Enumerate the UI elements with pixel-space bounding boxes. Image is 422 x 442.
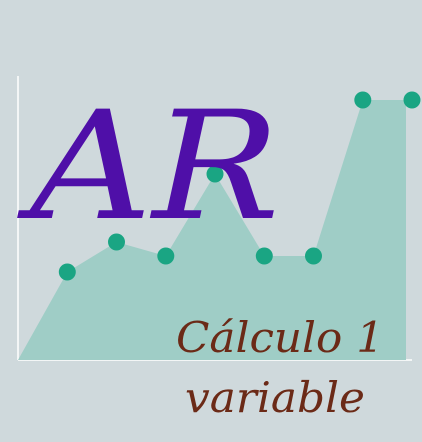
data-point-3 — [157, 247, 175, 265]
data-point-2 — [108, 233, 125, 251]
logo-subtitle-line2: variable — [185, 373, 365, 422]
data-point-1 — [58, 263, 76, 281]
data-point-5 — [255, 247, 273, 265]
data-point-7 — [354, 91, 372, 109]
logo-subtitle-line1: Cálculo 1 — [176, 313, 384, 362]
data-point-8 — [403, 91, 421, 109]
logo-letters: AR — [16, 80, 280, 254]
data-points — [58, 91, 421, 281]
data-point-4 — [206, 165, 224, 183]
data-point-6 — [305, 247, 322, 265]
area-fill — [18, 100, 412, 360]
